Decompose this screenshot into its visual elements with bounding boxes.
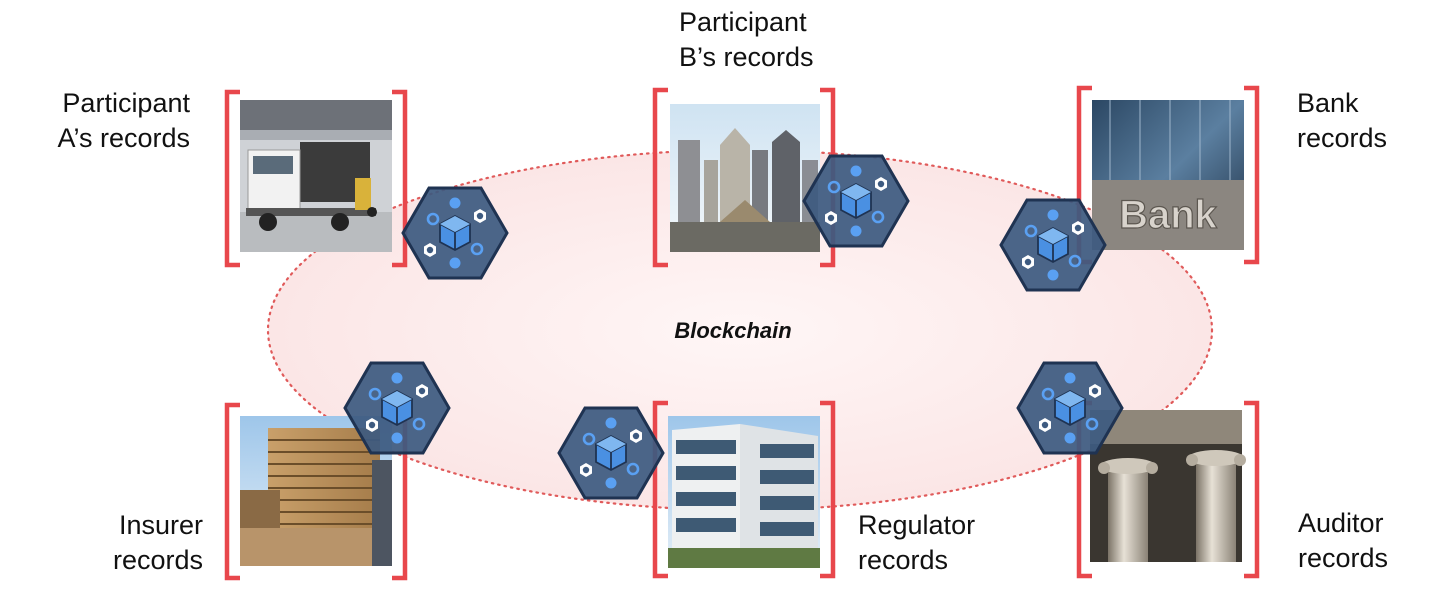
bank-sign-text: Bank [1119,193,1218,237]
bank-label-line1: Bank [1297,88,1359,118]
bracket-left [224,89,240,268]
insurer-label: Insurer records [40,508,203,578]
insurer-label-line1: Insurer [118,510,203,540]
regulator-label-line2: records [858,545,949,575]
bracket-right [1244,85,1260,265]
bank-label-line2: records [1297,123,1388,153]
participant-a-label-line1: Participant [62,88,190,118]
bracket-left [224,402,240,581]
bracket-left [652,400,668,579]
participant-a-label: Participant A’s records [20,86,190,156]
bank-label: Bank records [1297,86,1437,156]
auditor-label-line1: Auditor [1298,508,1384,538]
bank-building-photo: Bank [1092,100,1244,250]
office-tower-photo [240,416,392,566]
city-skyline-photo [670,104,820,252]
regulator-label-line1: Regulator [858,510,976,540]
bracket-right [392,89,408,268]
participant-b-label-line2: B’s records [679,42,814,72]
glass-office-building-photo [668,416,820,568]
bracket-left [652,87,668,268]
participant-b-label-line1: Participant [679,7,807,37]
participant-b-label: Participant B’s records [679,5,879,75]
insurer-label-line2: records [112,545,203,575]
blockchain-label: Blockchain [674,318,792,343]
participant-a-label-line2: A’s records [57,123,190,153]
bracket-right [820,400,836,579]
classical-columns-photo [1090,410,1246,562]
auditor-label-line2: records [1298,543,1389,573]
regulator-label: Regulator records [858,508,1028,578]
bracket-right [1244,400,1260,579]
auditor-label: Auditor records [1298,506,1438,576]
truck-loading-dock-photo [240,100,392,252]
